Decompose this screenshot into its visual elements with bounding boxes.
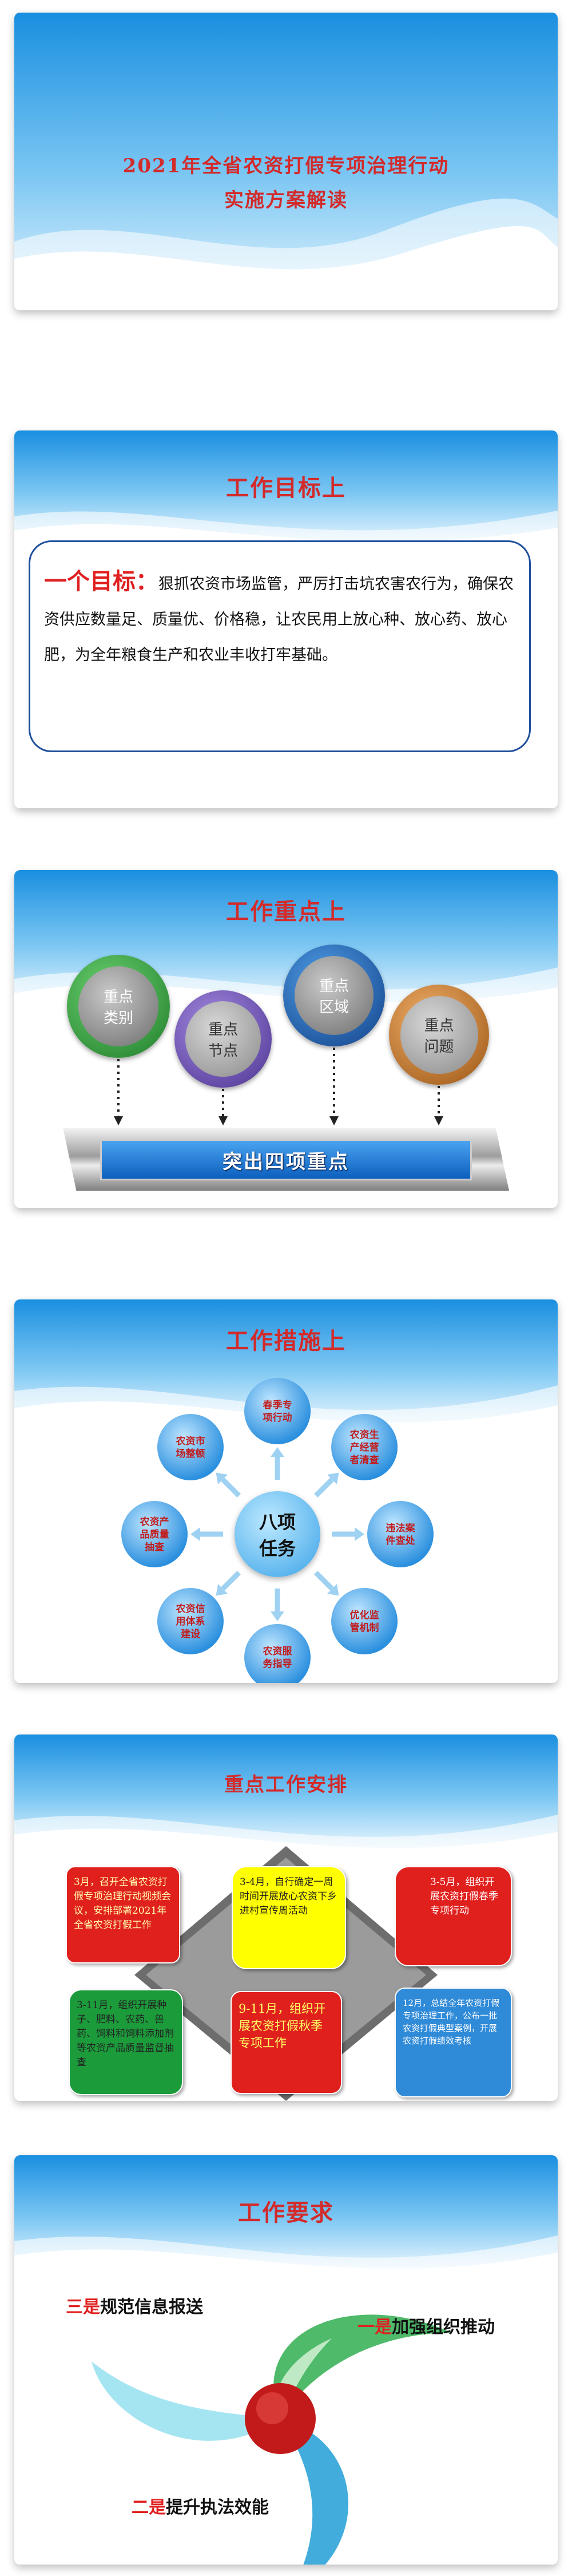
requirement-item-3: 三是规范信息报送 bbox=[66, 2293, 203, 2318]
wave-background bbox=[14, 430, 558, 808]
task-node bbox=[157, 1588, 224, 1655]
schedule-text: 9-11月，组织开展农资打假秋季专项工作 bbox=[239, 2002, 326, 2050]
goals-text-box: 一个目标：狠抓农资市场监管，严厉打击坑农害农行为，确保农资供应数量足、质量优、价… bbox=[29, 540, 531, 752]
focus-banner: 突出四项重点 bbox=[100, 1139, 472, 1180]
task-node bbox=[157, 1413, 224, 1480]
task-label: 优化监管机制 bbox=[350, 1609, 379, 1634]
requirement-prefix: 一是 bbox=[357, 2317, 392, 2337]
schedule-box-mar-apr: 3-4月，自行确定一周时间开展放心农资下乡进村宣传周活动 bbox=[232, 1866, 346, 1969]
focus-circle-label: 区域 bbox=[319, 999, 349, 1016]
page-title: 2021年全省农资打假专项治理行动 bbox=[122, 155, 450, 177]
measures-card: 工作措施上 春季专项行动农资生产经营者清查违法案件查处优化监管机制农资服务指导 农… bbox=[14, 1299, 558, 1683]
schedule-box-mar-nov: 3-11月，组织开展种子、肥料、农药、兽药、饲料和饲料添加剂等农资产品质量监督抽… bbox=[69, 1989, 183, 2095]
requirement-prefix: 三是 bbox=[66, 2297, 100, 2317]
focus-circle-label: 类别 bbox=[103, 1010, 133, 1027]
task-arrow bbox=[190, 1527, 223, 1541]
focus-circle-label: 重点 bbox=[103, 989, 133, 1006]
focus-arrows bbox=[114, 1048, 443, 1125]
requirement-item-1: 一是加强组织推动 bbox=[357, 2313, 495, 2338]
focus-circle-label: 重点 bbox=[319, 978, 349, 995]
task-arrow bbox=[271, 1589, 284, 1621]
focus-section-title: 工作重点上 bbox=[226, 898, 346, 925]
schedule-text: 3-5月，组织开展农资打假春季专项行动 bbox=[430, 1876, 498, 1917]
focus-card: 工作重点上 重点 类别 重点 节点 重点 区域 重点 问题 bbox=[14, 870, 558, 1208]
requirement-text: 提升执法效能 bbox=[166, 2498, 269, 2518]
focus-banner-text: 突出四项重点 bbox=[223, 1150, 349, 1174]
schedule-box-mar-may: 3-5月，组织开展农资打假春季专项行动 bbox=[395, 1866, 512, 1966]
task-label: 农资生产经营者清查 bbox=[349, 1429, 380, 1466]
task-arrow bbox=[332, 1527, 364, 1541]
goals-section-title: 工作目标上 bbox=[226, 475, 346, 501]
task-label: 农资产品质量抽查 bbox=[140, 1516, 169, 1553]
requirements-section-title: 工作要求 bbox=[238, 2199, 334, 2226]
schedule-box-sep-nov: 9-11月，组织开展农资打假秋季专项工作 bbox=[231, 1991, 342, 2094]
requirement-prefix: 二是 bbox=[132, 2498, 166, 2518]
focus-circle-problem: 重点 问题 bbox=[389, 985, 489, 1085]
focus-circle-label: 节点 bbox=[208, 1042, 238, 1060]
task-node bbox=[121, 1501, 188, 1567]
schedule-card: 重点工作安排 3月，召开全省农资打假专项治理行动视频会议，安排部署2021年全省… bbox=[14, 1735, 558, 2101]
center-hub-line1: 八项 bbox=[259, 1511, 296, 1533]
schedule-box-december: 12月，总结全年农资打假专项治理工作，公布一批农资打假典型案例，开展农资打假绩效… bbox=[395, 1988, 512, 2097]
focus-circle-node: 重点 节点 bbox=[174, 990, 272, 1088]
task-node bbox=[367, 1501, 434, 1567]
task-node bbox=[244, 1624, 311, 1683]
goals-body-text: 狠抓农资市场监管，严厉打击坑农害农行为，确保农资供应数量足、质量优、价格稳，让农… bbox=[44, 575, 514, 664]
task-node bbox=[244, 1378, 311, 1444]
requirement-text: 加强组织推动 bbox=[392, 2317, 495, 2337]
task-node bbox=[331, 1413, 398, 1480]
schedule-box-march: 3月，召开全省农资打假专项治理行动视频会议，安排部署2021年全省农资打假工作 bbox=[66, 1866, 180, 1963]
center-hub: 八项 任务 bbox=[235, 1491, 320, 1577]
focus-circle-region: 重点 区域 bbox=[283, 945, 385, 1046]
schedule-text: 3月，召开全省农资打假专项治理行动视频会议，安排部署2021年全省农资打假工作 bbox=[74, 1876, 171, 1931]
requirement-item-2: 二是提升执法效能 bbox=[132, 2493, 269, 2518]
focus-circle-label: 重点 bbox=[424, 1017, 454, 1034]
requirements-card: 工作要求 三是规范信息报送 一是加强组织推动 二是提升执法效能 bbox=[14, 2155, 558, 2565]
task-arrow bbox=[271, 1447, 284, 1480]
schedule-text: 12月，总结全年农资打假专项治理工作，公布一批农资打假典型案例，开展农资打假绩效… bbox=[403, 1998, 500, 2046]
page-subtitle: 实施方案解读 bbox=[224, 189, 348, 212]
task-arrow bbox=[313, 1472, 339, 1498]
task-node bbox=[331, 1588, 398, 1655]
task-label: 春季专项行动 bbox=[263, 1399, 292, 1424]
wave-background bbox=[14, 13, 558, 310]
requirement-text: 规范信息报送 bbox=[100, 2297, 203, 2317]
schedule-text: 3-4月，自行确定一周时间开展放心农资下乡进村宣传周活动 bbox=[240, 1876, 337, 1917]
task-label: 农资服务指导 bbox=[263, 1645, 293, 1670]
focus-circle-label: 问题 bbox=[424, 1038, 454, 1056]
schedule-section-title: 重点工作安排 bbox=[224, 1773, 348, 1796]
header-card: 2021年全省农资打假专项治理行动 实施方案解读 bbox=[14, 13, 558, 310]
goals-card: 工作目标上 一个目标：狠抓农资市场监管，严厉打击坑农害农行为，确保农资供应数量足… bbox=[14, 430, 558, 808]
goals-lead-label: 一个目标： bbox=[44, 568, 158, 595]
center-hub-line2: 任务 bbox=[259, 1538, 296, 1559]
task-arrow bbox=[216, 1570, 241, 1596]
task-label: 农资市场整顿 bbox=[175, 1435, 205, 1460]
task-label: 违法案件查处 bbox=[386, 1522, 416, 1547]
pinwheel-graphic bbox=[92, 2314, 452, 2565]
focus-circle-label: 重点 bbox=[208, 1021, 238, 1038]
task-arrow bbox=[313, 1570, 339, 1596]
focus-circle-category: 重点 类别 bbox=[67, 955, 170, 1058]
schedule-text: 3-11月，组织开展种子、肥料、农药、兽药、饲料和饲料添加剂等农资产品质量监督抽… bbox=[77, 2000, 174, 2068]
measures-section-title: 工作措施上 bbox=[226, 1327, 346, 1354]
wave-background bbox=[14, 2155, 558, 2565]
task-arrow bbox=[216, 1472, 241, 1498]
task-label: 农资信用体系建设 bbox=[175, 1603, 205, 1640]
